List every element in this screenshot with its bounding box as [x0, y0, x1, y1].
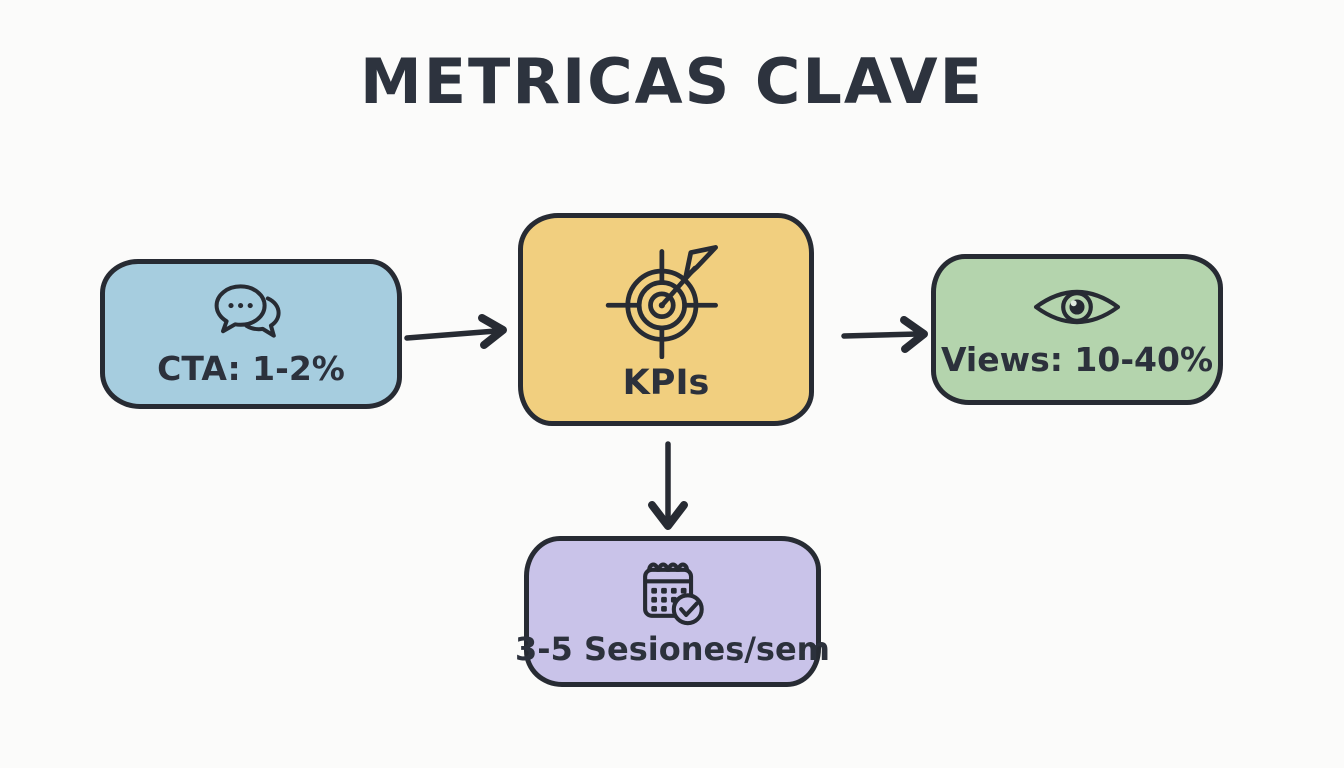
node-kpis: KPIs: [518, 213, 814, 426]
eye-icon: [1031, 281, 1123, 333]
chat-icon: [207, 280, 295, 344]
target-icon: [604, 235, 728, 360]
node-cta: CTA: 1-2%: [100, 259, 402, 409]
page-title: METRICAS CLAVE: [360, 45, 984, 118]
arrow-kpis-to-sessions: [648, 441, 688, 530]
node-sessions-label: 3-5 Sesiones/sem: [515, 630, 831, 669]
node-cta-label: CTA: 1-2%: [157, 349, 345, 389]
node-kpis-label: KPIs: [622, 363, 710, 404]
arrow-kpis-to-views: [841, 316, 928, 353]
node-views-label: Views: 10-40%: [940, 339, 1214, 379]
node-views: Views: 10-40%: [931, 254, 1223, 405]
calendar-check-icon: [632, 555, 714, 629]
node-sessions: 3-5 Sesiones/sem: [515, 536, 830, 687]
arrow-cta-to-kpis: [404, 314, 507, 349]
